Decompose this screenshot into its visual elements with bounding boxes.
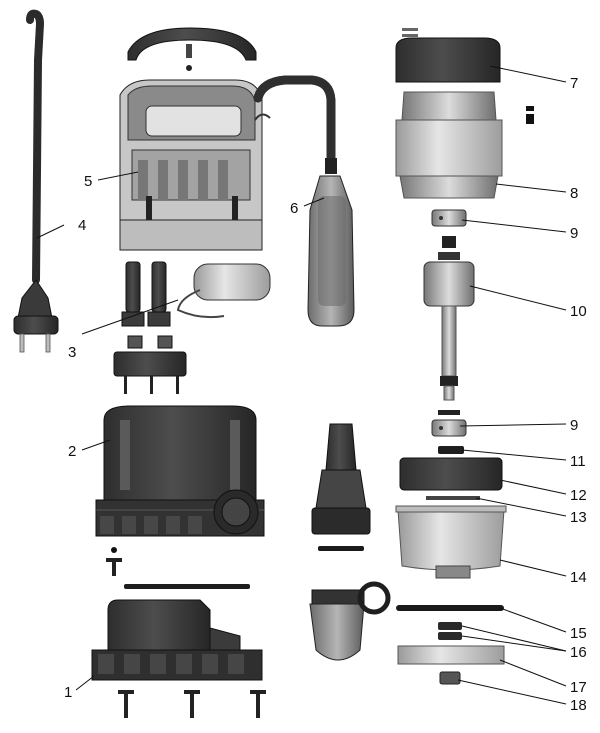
callout-17: 17 bbox=[570, 679, 587, 696]
callout-4: 4 bbox=[78, 217, 86, 234]
impeller-part bbox=[397, 645, 505, 665]
callout-10: 10 bbox=[570, 303, 587, 320]
callout-16: 16 bbox=[570, 644, 587, 661]
o-ring-part bbox=[396, 605, 504, 611]
power-cable-part bbox=[13, 9, 59, 353]
handle-housing-part bbox=[119, 79, 271, 251]
bearing-bottom-part bbox=[431, 410, 467, 454]
callout-7: 7 bbox=[570, 75, 578, 92]
base-gasket-part bbox=[106, 547, 250, 589]
callout-3: 3 bbox=[68, 344, 76, 361]
bearing-top-part bbox=[431, 209, 467, 227]
leader-lines bbox=[36, 65, 567, 705]
float-switch-part bbox=[253, 75, 355, 327]
pump-chamber-part bbox=[395, 91, 534, 199]
spacer-rings-part bbox=[438, 622, 462, 640]
hose-adapter-part bbox=[309, 423, 391, 661]
pump-cup-part bbox=[395, 496, 507, 579]
callout-15: 15 bbox=[570, 625, 587, 642]
rotor-shaft-part bbox=[423, 236, 475, 401]
callout-2: 2 bbox=[68, 443, 76, 460]
capacitor-part bbox=[121, 261, 271, 327]
callout-9-top: 9 bbox=[570, 225, 578, 242]
callout-6: 6 bbox=[290, 200, 298, 217]
callout-13: 13 bbox=[570, 509, 587, 526]
handle-top-cap-part bbox=[127, 27, 257, 71]
callout-8: 8 bbox=[570, 185, 578, 202]
base-part bbox=[91, 599, 266, 718]
nut-part bbox=[439, 671, 461, 685]
terminal-block-part bbox=[113, 335, 187, 394]
callout-12: 12 bbox=[570, 487, 587, 504]
seal-housing-part bbox=[399, 457, 503, 491]
motor-housing-part bbox=[95, 405, 265, 537]
callout-11: 11 bbox=[570, 453, 586, 470]
callout-14: 14 bbox=[570, 569, 587, 586]
callout-1: 1 bbox=[64, 684, 72, 701]
callout-18: 18 bbox=[570, 697, 587, 714]
top-cover-part bbox=[395, 28, 501, 83]
callout-5: 5 bbox=[84, 173, 92, 190]
callout-9-bottom: 9 bbox=[570, 417, 578, 434]
